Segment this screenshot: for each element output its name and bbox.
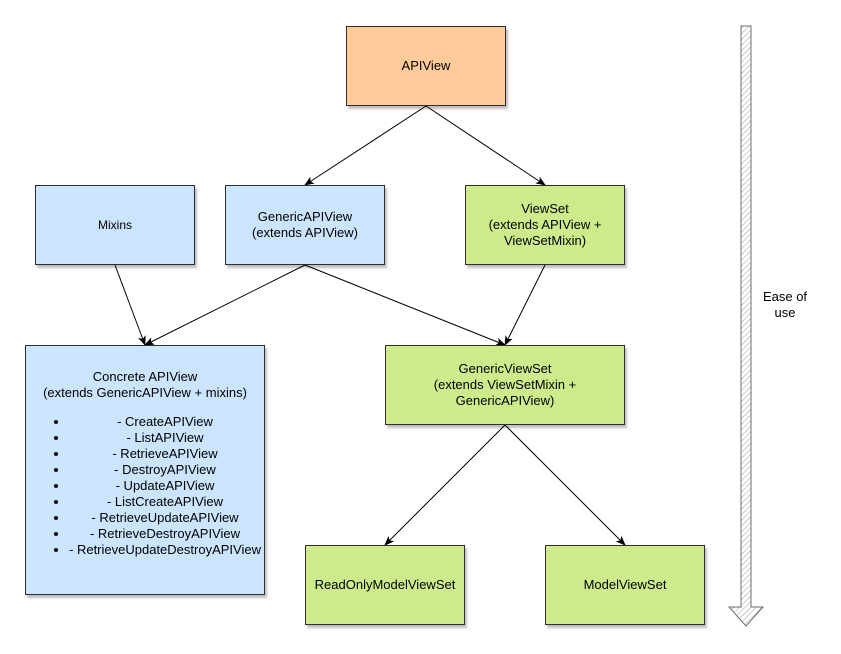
concrete-apiview-item: - DestroyAPIView bbox=[69, 462, 261, 478]
edge-generic_viewset-to-model_viewset bbox=[504, 424, 626, 546]
ease-of-use-line-1: Ease of bbox=[762, 289, 808, 304]
concrete-apiview-list: - CreateAPIView- ListAPIView- RetrieveAP… bbox=[29, 414, 261, 558]
concrete-apiview-item: - CreateAPIView bbox=[69, 414, 261, 430]
ease-of-use-line-2: use bbox=[774, 305, 796, 320]
node-viewset-title: ViewSet bbox=[521, 201, 569, 216]
node-generic-viewset-title: GenericViewSet bbox=[458, 361, 552, 376]
ease-of-use-arrow bbox=[727, 25, 765, 627]
node-generic-apiview-subtitle: (extends APIView) bbox=[252, 225, 358, 240]
edge-viewset-to-generic_viewset bbox=[504, 264, 546, 346]
node-concrete-apiview: Concrete APIView (extends GenericAPIView… bbox=[25, 345, 265, 595]
concrete-apiview-item: - RetrieveAPIView bbox=[69, 446, 261, 462]
node-mixins-label: Mixins bbox=[97, 218, 132, 232]
node-model-viewset-label: ModelViewSet bbox=[583, 577, 667, 592]
edge-generic_apiview-to-concrete_apiview bbox=[144, 264, 306, 346]
edge-mixins-to-concrete_apiview bbox=[114, 264, 146, 346]
concrete-apiview-item: - RetrieveUpdateDestroyAPIView bbox=[69, 542, 261, 558]
node-concrete-apiview-subtitle: (extends GenericAPIView + mixins) bbox=[43, 385, 247, 400]
node-readonly-model-viewset-label: ReadOnlyModelViewSet bbox=[314, 577, 456, 592]
node-viewset-subtitle-2: ViewSetMixin) bbox=[503, 233, 587, 248]
concrete-apiview-item: - ListAPIView bbox=[69, 430, 261, 446]
node-generic-viewset: GenericViewSet (extends ViewSetMixin + G… bbox=[385, 345, 625, 425]
node-generic-apiview-title: GenericAPIView bbox=[257, 209, 353, 224]
node-mixins: Mixins bbox=[35, 185, 195, 265]
edge-generic_apiview-to-generic_viewset bbox=[304, 264, 506, 346]
node-apiview: APIView bbox=[346, 26, 506, 106]
node-model-viewset: ModelViewSet bbox=[545, 545, 705, 625]
node-apiview-label: APIView bbox=[401, 58, 451, 73]
edge-apiview-to-viewset bbox=[425, 105, 546, 186]
edge-apiview-to-generic_apiview bbox=[304, 105, 427, 186]
ease-of-use-label: Ease of use bbox=[750, 289, 820, 321]
node-viewset: ViewSet (extends APIView + ViewSetMixin) bbox=[465, 185, 625, 265]
concrete-apiview-item: - ListCreateAPIView bbox=[69, 494, 261, 510]
concrete-apiview-item: - RetrieveDestroyAPIView bbox=[69, 526, 261, 542]
edge-generic_viewset-to-readonly_model_viewset bbox=[384, 424, 506, 546]
node-generic-apiview: GenericAPIView (extends APIView) bbox=[225, 185, 385, 265]
node-concrete-apiview-title: Concrete APIView bbox=[92, 369, 198, 384]
concrete-apiview-item: - UpdateAPIView bbox=[69, 478, 261, 494]
node-viewset-subtitle-1: (extends APIView + bbox=[488, 217, 602, 232]
concrete-apiview-item: - RetrieveUpdateAPIView bbox=[69, 510, 261, 526]
node-generic-viewset-subtitle-2: GenericAPIView) bbox=[455, 393, 555, 408]
node-readonly-model-viewset: ReadOnlyModelViewSet bbox=[305, 545, 465, 625]
node-generic-viewset-subtitle-1: (extends ViewSetMixin + bbox=[433, 377, 577, 392]
